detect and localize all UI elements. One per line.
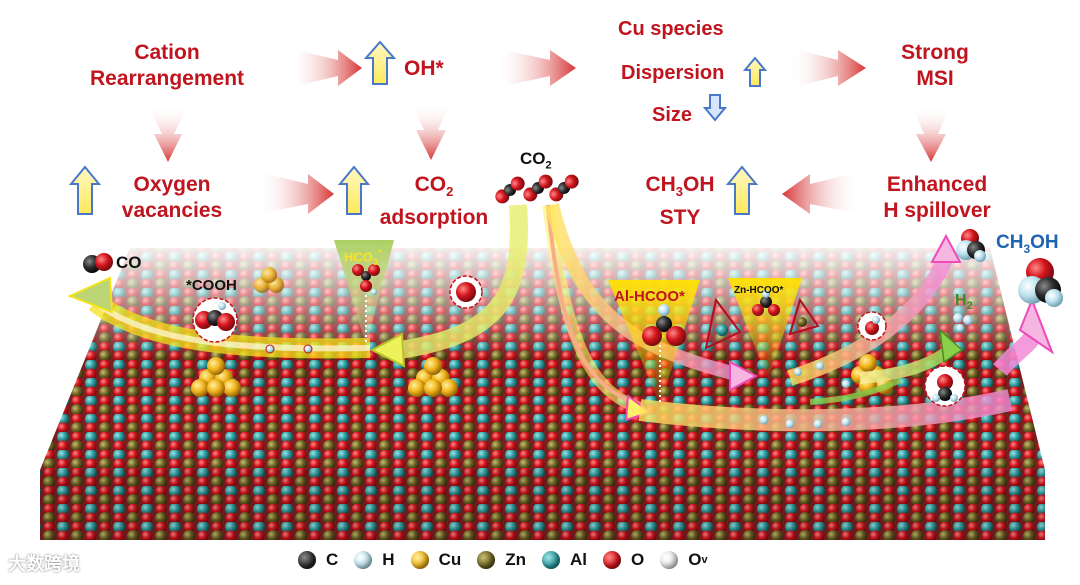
legend-cu-swatch	[411, 551, 429, 569]
arrow-oh-down	[412, 104, 450, 160]
arrow-cu-to-msi	[790, 48, 866, 88]
size-down-arrow	[705, 95, 725, 120]
h2-label: H2	[955, 288, 973, 319]
ch3oh-product-label: CH3OH	[996, 230, 1059, 262]
adsorption-word: adsorption	[372, 205, 496, 231]
arrow-cation-to-oh	[288, 48, 362, 88]
legend-ov-swatch	[660, 551, 678, 569]
flow-arrows	[148, 48, 950, 214]
co-label: CO	[116, 250, 142, 276]
vacancy-up-arrow	[71, 167, 99, 214]
oh-label: OH*	[404, 56, 444, 82]
h-spillover-label: Enhanced H spillover	[874, 172, 1000, 224]
cu-species-label: Cu species	[618, 16, 724, 42]
vac-line-2: vacancies	[112, 198, 232, 224]
zn-hcoo-label: Zn-HCOO*	[734, 278, 783, 304]
legend-h-swatch	[354, 551, 372, 569]
catalyst-slab	[30, 238, 1060, 540]
cooh-label: *COOH	[186, 273, 237, 299]
cation-rearrangement-label: Cation Rearrangement	[80, 40, 254, 92]
co2-gas-label: CO2	[520, 146, 552, 178]
arrow-oh-to-cu	[495, 48, 576, 88]
legend-h: H	[354, 550, 394, 570]
arrow-vac-to-co2	[258, 172, 334, 214]
ch3oh-formula: CH3OH	[634, 172, 726, 205]
vac-line-1: Oxygen	[112, 172, 232, 198]
strong-msi-label: Strong MSI	[885, 40, 985, 92]
spill-line-1: Enhanced	[874, 172, 1000, 198]
al-hcoo-label: Al-HCOO*	[614, 284, 685, 310]
dispersion-up-arrow	[745, 58, 765, 86]
sty-word: STY	[634, 205, 726, 231]
legend-cu: Cu	[411, 550, 462, 570]
oh-up-arrow	[366, 42, 394, 84]
msi-line-2: MSI	[885, 66, 985, 92]
legend-zn-swatch	[477, 551, 495, 569]
co2-adsorption-label: CO2 adsorption	[372, 172, 496, 231]
sty-up-arrow	[728, 167, 756, 214]
co2-formula: CO2	[372, 172, 496, 205]
arrow-cation-down	[148, 106, 188, 162]
legend-zn: Zn	[477, 550, 526, 570]
legend-al-swatch	[542, 551, 560, 569]
size-label: Size	[652, 102, 692, 128]
watermark: 大数跨境	[8, 550, 80, 576]
legend-al: Al	[542, 550, 587, 570]
arrow-spill-to-sty	[782, 172, 860, 214]
legend-c: C	[298, 550, 338, 570]
oxygen-vacancies-label: Oxygen vacancies	[112, 172, 232, 224]
legend-o-swatch	[603, 551, 621, 569]
legend-c-swatch	[298, 551, 316, 569]
dispersion-label: Dispersion	[621, 60, 724, 86]
arrow-msi-down	[912, 106, 950, 162]
hco3-label: HCO3*	[344, 240, 381, 275]
cation-line-1: Cation	[80, 40, 254, 66]
adsorption-up-arrow	[340, 167, 368, 214]
ch3oh-sty-label: CH3OH STY	[634, 172, 726, 231]
legend-o: O	[603, 550, 644, 570]
spill-line-2: H spillover	[874, 198, 1000, 224]
msi-line-1: Strong	[885, 40, 985, 66]
cation-line-2: Rearrangement	[80, 66, 254, 92]
